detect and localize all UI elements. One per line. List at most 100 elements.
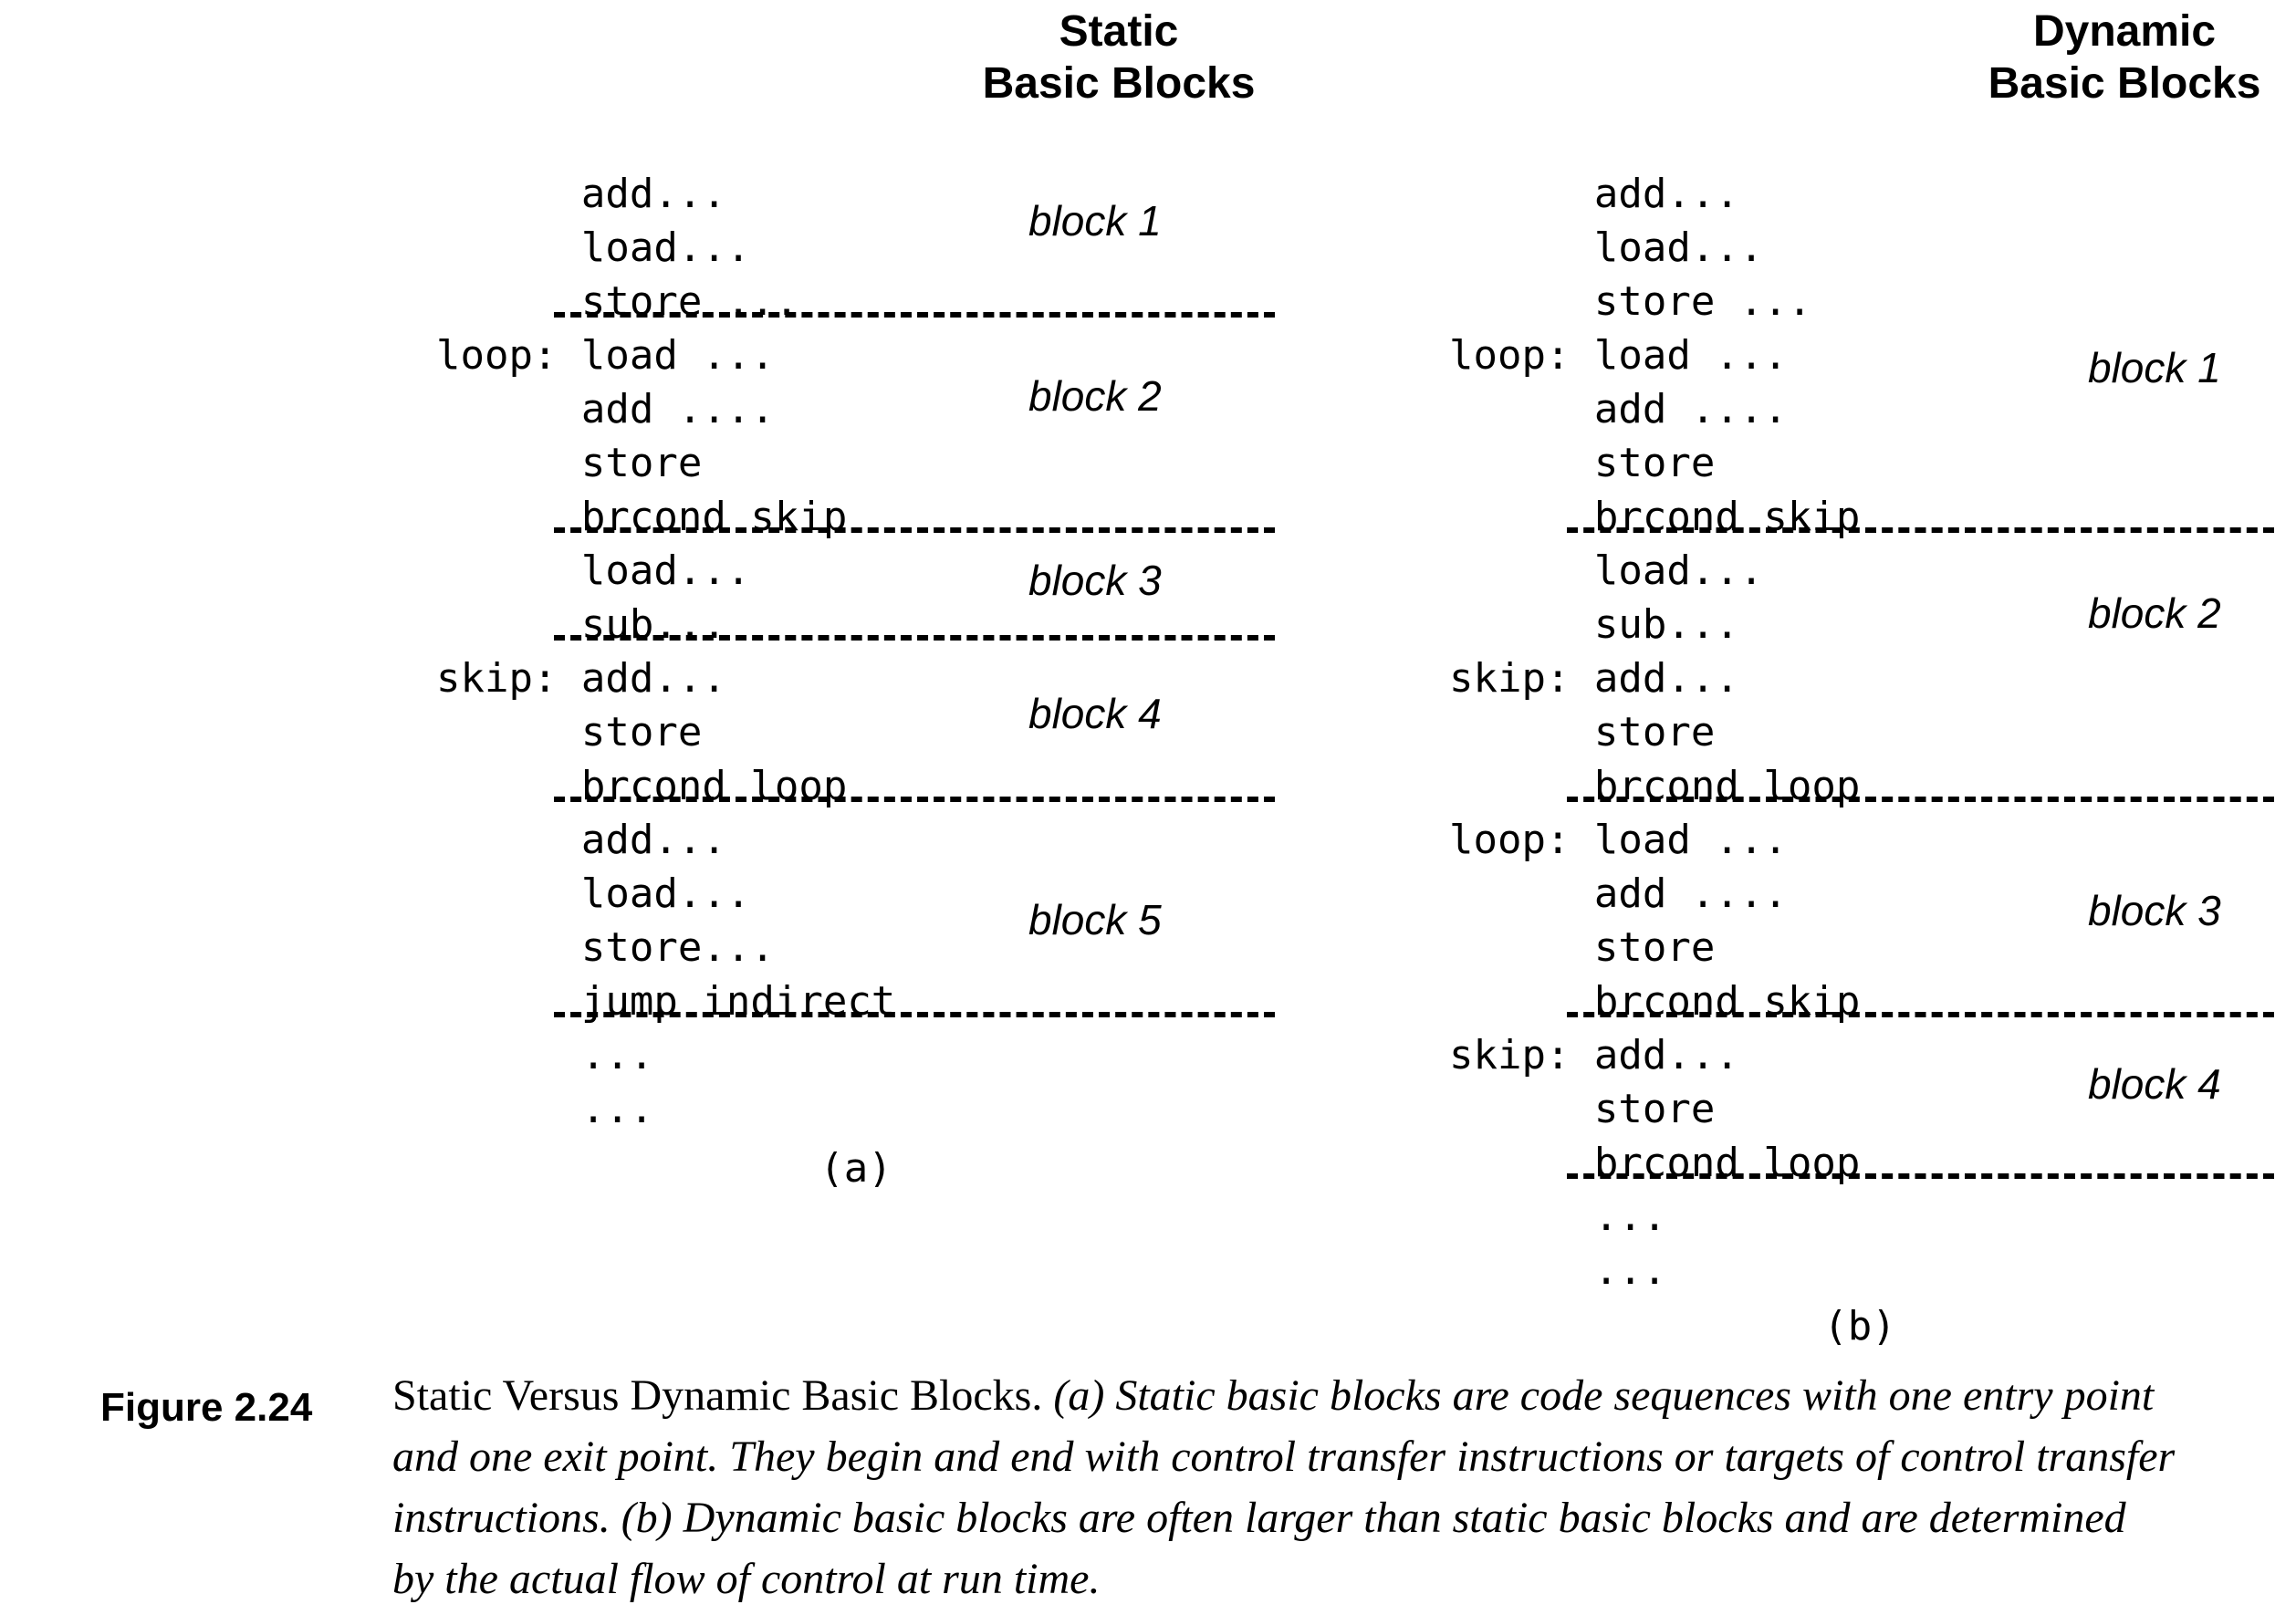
caption-line: instructions. (b) Dynamic basic blocks a…	[392, 1494, 2126, 1542]
caption-line: Static Versus Dynamic Basic Blocks.(a) S…	[392, 1365, 2175, 1426]
panel-a-sublabel: (a)	[819, 1145, 892, 1192]
instruction-text: add...	[580, 817, 726, 863]
code-line: add...	[436, 167, 1349, 221]
instruction-text: store	[1593, 709, 1716, 755]
code-line: brcond skip	[436, 490, 1349, 544]
title-line: Basic Blocks	[1988, 59, 2261, 108]
block-label: block 4	[2088, 1060, 2221, 1108]
instruction-text: store ...	[580, 278, 799, 325]
code-line: store ...	[436, 275, 1349, 328]
code-line: load...	[436, 867, 1349, 921]
instruction-text: load ...	[1593, 332, 1788, 379]
code-line: loop:load ...	[1449, 813, 2296, 867]
instruction-text: add ....	[1593, 386, 1788, 432]
caption-line: and one exit point. They begin and end w…	[392, 1433, 2176, 1481]
block-divider-dashed-line	[554, 312, 1275, 318]
code-line: skip:add...	[1449, 1028, 2296, 1082]
instruction-text: brcond skip	[1593, 978, 1861, 1025]
code-line: brcond skip	[1449, 490, 2296, 544]
code-line: store ...	[1449, 275, 2296, 328]
code-line: store	[1449, 436, 2296, 490]
block-divider-dashed-line	[554, 527, 1275, 533]
code-line: load...	[436, 221, 1349, 275]
instruction-text: ...	[580, 1032, 654, 1078]
instruction-text: add...	[1593, 655, 1739, 702]
instruction-text: ...	[580, 1086, 654, 1132]
code-line: store	[436, 705, 1349, 759]
code-line: add ....	[1449, 382, 2296, 436]
instruction-text: load...	[1593, 224, 1764, 271]
instruction-text: sub...	[580, 601, 726, 648]
instruction-text: load...	[580, 547, 751, 594]
code-line: store...	[436, 921, 1349, 974]
panel-b-sublabel: (b)	[1823, 1303, 1896, 1349]
static-basic-blocks-title: Static Basic Blocks	[891, 5, 1347, 109]
code-line: loop: load ...	[1449, 328, 2296, 382]
block-label: block 3	[1028, 557, 1162, 604]
instruction-text: add ....	[580, 386, 775, 432]
instruction-text: load ...	[580, 332, 775, 379]
static-code-listing: add... load... store ... loop: load ... a…	[436, 167, 1349, 1136]
code-line: sub...	[1449, 598, 2296, 651]
instruction-text: store	[1593, 1086, 1716, 1132]
instruction-text: store...	[580, 924, 775, 971]
code-line: ...	[436, 1028, 1349, 1082]
code-line: load...	[436, 544, 1349, 598]
instruction-text: store ...	[1593, 278, 1812, 325]
code-line: load...	[1449, 221, 2296, 275]
code-line: add ....	[436, 382, 1349, 436]
title-line: Static	[1059, 7, 1179, 56]
block-divider-dashed-line	[1567, 1012, 2274, 1017]
block-divider-dashed-line	[554, 635, 1275, 641]
block-label: block 1	[1028, 197, 1162, 245]
instruction-text: sub...	[1593, 601, 1739, 648]
code-line: add...	[1449, 167, 2296, 221]
instruction-text: load...	[1593, 547, 1764, 594]
caption-line: by the actual flow of control at run tim…	[392, 1555, 1101, 1603]
instruction-text: add...	[580, 171, 726, 217]
instruction-text: load...	[580, 224, 751, 271]
code-line: ...	[1449, 1190, 2296, 1244]
block-label: block 1	[2088, 344, 2221, 391]
code-line: ...	[1449, 1244, 2296, 1297]
instruction-text: add...	[580, 655, 726, 702]
block-label: block 2	[2088, 589, 2221, 637]
instruction-text: add...	[1593, 171, 1739, 217]
block-divider-dashed-line	[1567, 527, 2274, 533]
code-line: add...	[436, 813, 1349, 867]
block-label: block 5	[1028, 896, 1162, 943]
instruction-text: add ....	[1593, 870, 1788, 917]
code-line: jump indirect	[436, 974, 1349, 1028]
code-line: store	[436, 436, 1349, 490]
caption-title: Static Versus Dynamic Basic Blocks.	[392, 1371, 1043, 1420]
instruction-text: brcond skip	[580, 494, 848, 540]
block-label: block 4	[1028, 690, 1162, 737]
jump-target-label: skip:	[1449, 1032, 1571, 1078]
instruction-text: brcond skip	[1593, 494, 1861, 540]
code-line: add ....	[1449, 867, 2296, 921]
code-line: brcond loop	[1449, 759, 2296, 813]
instruction-text: brcond loop	[580, 763, 848, 809]
code-line: brcond skip	[1449, 974, 2296, 1028]
instruction-text: ...	[1593, 1247, 1667, 1294]
instruction-text: jump indirect	[580, 978, 896, 1025]
instruction-text: load ...	[1593, 817, 1788, 863]
instruction-text: brcond loop	[1593, 1140, 1861, 1186]
jump-target-label: loop:	[1449, 332, 1571, 379]
jump-target-label: loop:	[436, 332, 558, 379]
figure-number-label: Figure 2.24	[100, 1385, 313, 1430]
code-line: sub...	[436, 598, 1349, 651]
code-line: skip: add...	[1449, 651, 2296, 705]
instruction-text: store	[580, 709, 703, 755]
caption-text-segment: (a) Static basic blocks are code sequenc…	[1053, 1371, 2155, 1420]
code-line: brcond loop	[1449, 1136, 2296, 1190]
figure-caption: Static Versus Dynamic Basic Blocks.(a) S…	[392, 1365, 2175, 1610]
title-line: Basic Blocks	[982, 59, 1256, 108]
jump-target-label: skip:	[1449, 655, 1571, 702]
code-line: loop: load ...	[436, 328, 1349, 382]
block-label: block 2	[1028, 372, 1162, 420]
code-line: store	[1449, 921, 2296, 974]
instruction-text: store	[1593, 440, 1716, 486]
block-divider-dashed-line	[1567, 1173, 2274, 1179]
instruction-text: store	[1593, 924, 1716, 971]
